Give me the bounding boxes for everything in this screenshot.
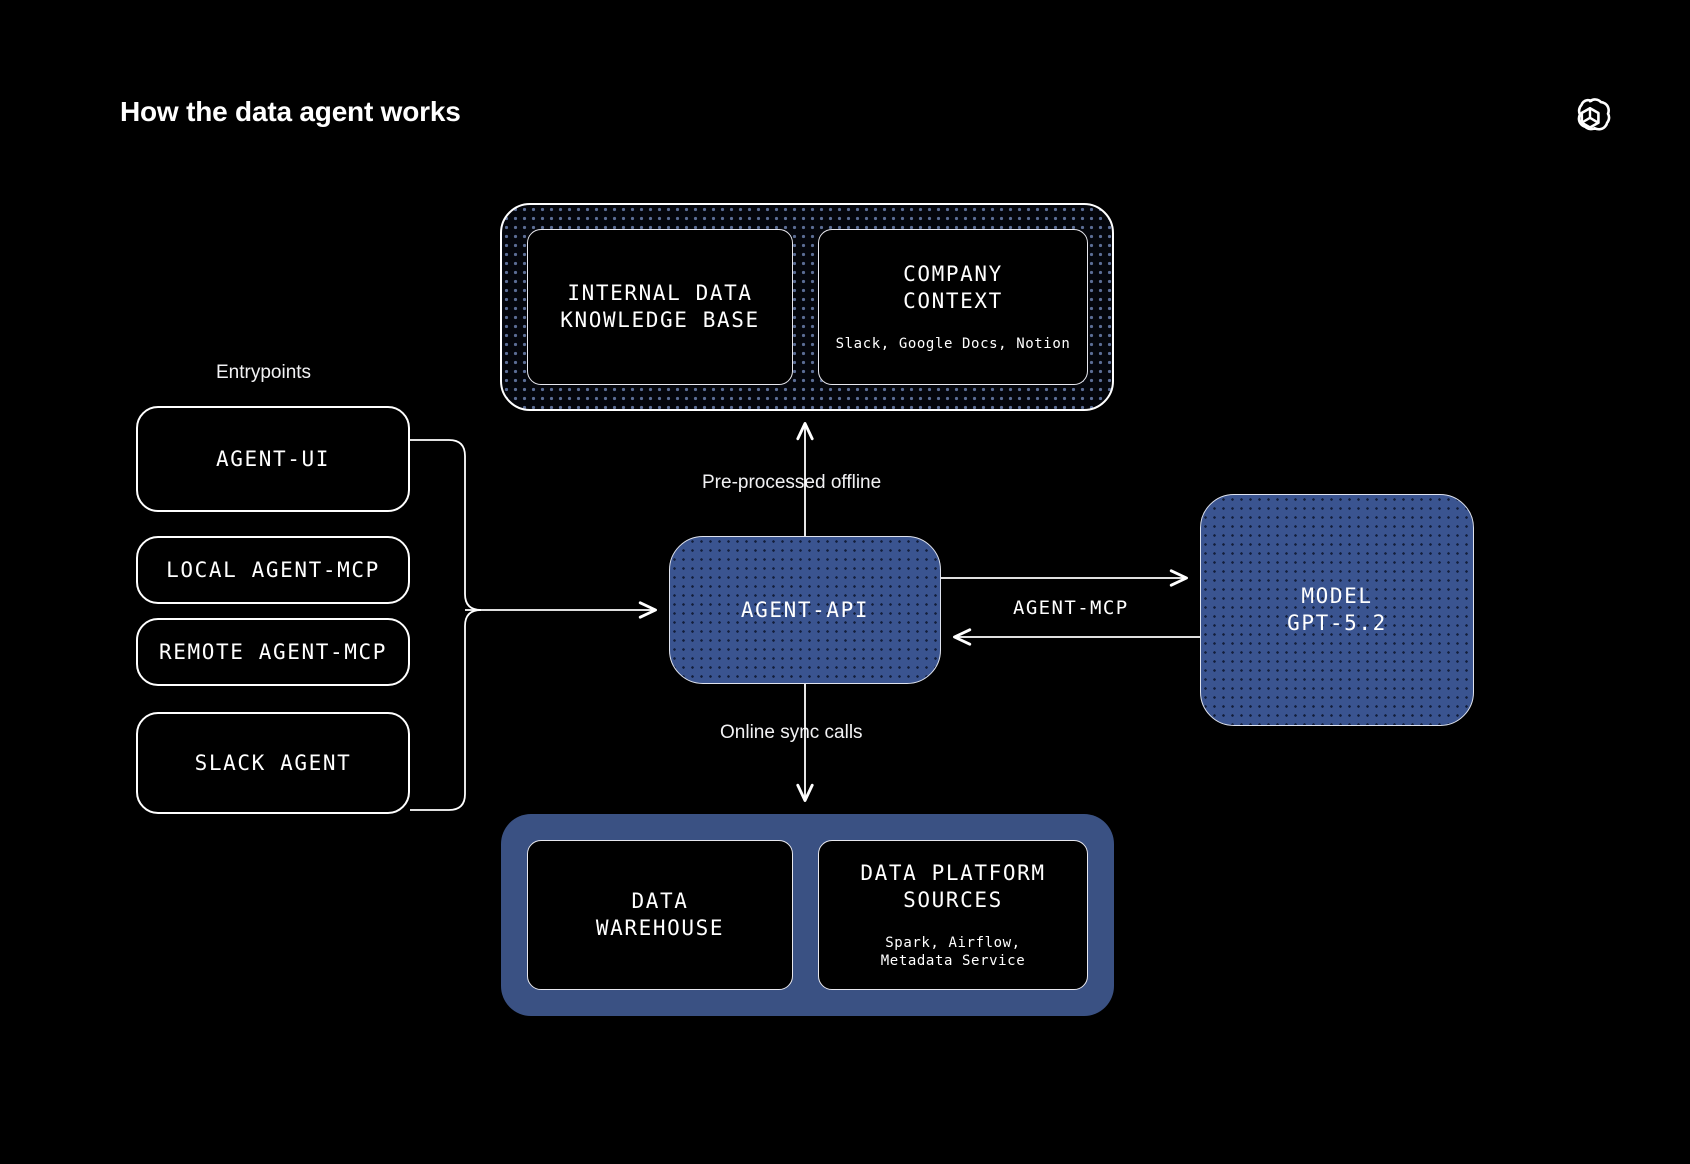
box-title: DATA WAREHOUSE	[595, 889, 725, 940]
entrypoint-slack-agent[interactable]: SLACK AGENT	[136, 712, 410, 814]
data-box-warehouse[interactable]: DATA WAREHOUSE	[527, 840, 793, 990]
node-title: AGENT-API	[740, 597, 870, 622]
entrypoint-label: REMOTE AGENT-MCP	[159, 639, 387, 664]
entrypoint-local-agent-mcp[interactable]: LOCAL AGENT-MCP	[136, 536, 410, 604]
agent-api-node[interactable]: AGENT-API	[669, 536, 941, 684]
entrypoint-label: LOCAL AGENT-MCP	[166, 557, 380, 582]
box-title: INTERNAL DATA KNOWLEDGE BASE	[560, 281, 760, 332]
box-subtitle: Spark, Airflow, Metadata Service	[880, 934, 1026, 969]
connector-label-agent-mcp: AGENT-MCP	[1013, 597, 1129, 619]
entrypoint-agent-ui[interactable]: AGENT-UI	[136, 406, 410, 512]
box-title: COMPANY CONTEXT	[903, 262, 1003, 313]
connector-label-preprocessed: Pre-processed offline	[702, 472, 882, 493]
knowledge-box-internal-data[interactable]: INTERNAL DATA KNOWLEDGE BASE	[527, 229, 793, 385]
data-box-platform-sources[interactable]: DATA PLATFORM SOURCES Spark, Airflow, Me…	[818, 840, 1088, 990]
entrypoint-remote-agent-mcp[interactable]: REMOTE AGENT-MCP	[136, 618, 410, 686]
openai-logo-icon	[1564, 92, 1616, 144]
connector-label-online-sync: Online sync calls	[720, 722, 863, 743]
knowledge-box-company-context[interactable]: COMPANY CONTEXT Slack, Google Docs, Noti…	[818, 229, 1088, 385]
model-node[interactable]: MODEL GPT-5.2	[1200, 494, 1474, 726]
node-title: MODEL GPT-5.2	[1287, 584, 1387, 635]
box-title: DATA PLATFORM SOURCES	[860, 860, 1046, 912]
entrypoint-label: AGENT-UI	[216, 446, 330, 471]
entrypoint-label: SLACK AGENT	[194, 750, 352, 775]
page-title: How the data agent works	[120, 96, 461, 127]
entrypoints-label: Entrypoints	[216, 362, 312, 383]
box-subtitle: Slack, Google Docs, Notion	[835, 335, 1071, 352]
